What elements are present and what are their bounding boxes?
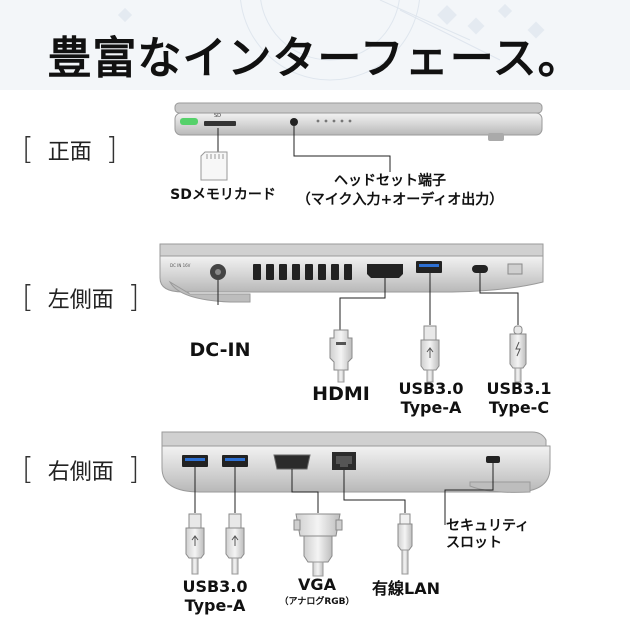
hdmi-port-icon: [367, 264, 403, 278]
vga-sub-label: （アナログRGB）: [279, 597, 355, 607]
usb30-left-label-line2: Type-A: [400, 398, 462, 417]
section-label-right: [ 右側面 ]: [22, 452, 140, 487]
svg-text:SD: SD: [214, 113, 221, 119]
sd-slot-icon: [204, 121, 236, 126]
dcin-label: DC-IN: [189, 339, 251, 361]
usb30-right-label-line1: USB3.0: [182, 577, 248, 596]
vga-label: VGA: [298, 575, 336, 594]
page-title: 豊富なインターフェース。: [47, 33, 583, 84]
usb30-left-label-line1: USB3.0: [398, 379, 464, 398]
power-led-icon: [180, 118, 198, 125]
headset-leader-line: [293, 126, 391, 172]
headset-jack-icon: [290, 118, 298, 126]
usbc-port-icon: [472, 265, 488, 273]
vga-port-icon: [273, 454, 311, 470]
sd-card-icon: [200, 128, 228, 181]
headset-label-line1: ヘッドセット端子: [334, 173, 446, 189]
front-laptop: SD: [174, 102, 543, 141]
hdmi-leader-line: [339, 278, 386, 330]
usb30-right-label-line2: Type-A: [184, 596, 246, 615]
right-laptop: [161, 431, 551, 493]
usb-a-cable-icon-right-1: [185, 513, 205, 575]
vent-icon: [253, 264, 352, 280]
usb31-label-line2: Type-C: [488, 398, 550, 417]
section-label-left: [ 左側面 ]: [22, 280, 140, 315]
sd-card-label: SDメモリカード: [170, 187, 276, 203]
lan-label: 有線LAN: [372, 579, 440, 598]
usb-a-cable-icon: [420, 325, 440, 383]
security-label-line1: セキュリティ: [446, 518, 530, 534]
security-slot-icon: [486, 456, 500, 463]
section-label-front: [ 正面 ]: [22, 132, 118, 167]
background-decoration: [0, 0, 630, 90]
svg-text:DC IN 16V: DC IN 16V: [170, 263, 191, 268]
lan-cable-icon: [397, 513, 413, 575]
usb-c-cable-icon: [509, 325, 527, 383]
left-laptop: DC IN 16V: [159, 243, 544, 303]
hdmi-cable-icon: [329, 329, 353, 383]
vga-cable-icon: [293, 513, 343, 577]
hdmi-label: HDMI: [312, 383, 370, 405]
security-label-line2: スロット: [446, 535, 502, 551]
headset-label-line2: （マイク入力+オーディオ出力）: [296, 192, 504, 208]
usb31-label-line1: USB3.1: [486, 379, 552, 398]
usb-a-cable-icon-right-2: [225, 513, 245, 575]
